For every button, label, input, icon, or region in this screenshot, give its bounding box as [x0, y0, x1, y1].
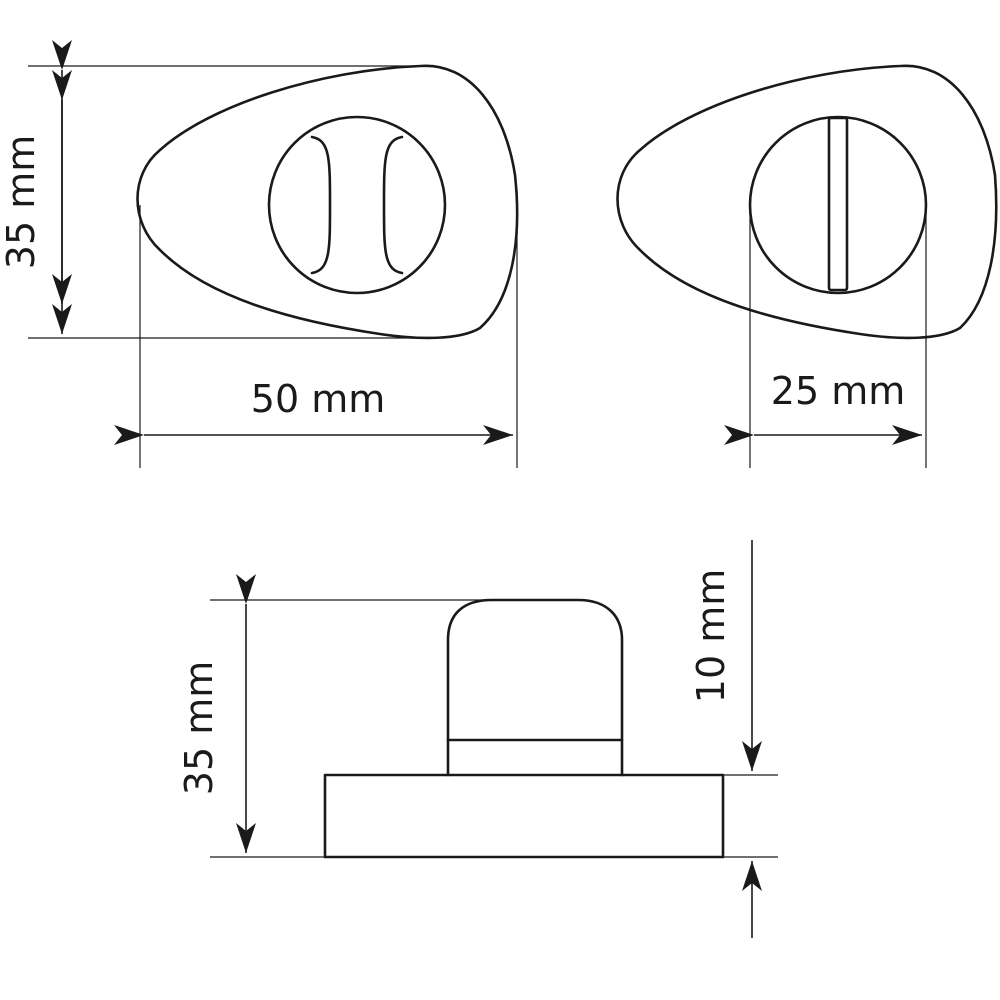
- front-rose-outline: [136, 64, 519, 340]
- back-rose-outline: [616, 64, 998, 340]
- side-view: 35 mm 10 mm: [177, 540, 778, 938]
- front-height-label: 35 mm: [0, 135, 43, 269]
- side-knob-profile: [446, 598, 624, 777]
- front-turn-knob: [267, 115, 447, 295]
- back-view: 25 mm: [616, 64, 998, 468]
- side-thickness-label: 10 mm: [689, 569, 733, 703]
- front-view: 35 mm 50 mm: [0, 40, 519, 468]
- front-width-label: 50 mm: [251, 377, 385, 421]
- front-knob-grip-left: [310, 135, 332, 275]
- side-rose-base: [323, 773, 725, 859]
- side-height-label: 35 mm: [177, 661, 221, 795]
- back-width-label: 25 mm: [771, 369, 905, 413]
- front-knob-grip-right: [382, 135, 404, 275]
- back-spindle-circle: [748, 115, 928, 295]
- back-spindle-slot: [827, 116, 849, 292]
